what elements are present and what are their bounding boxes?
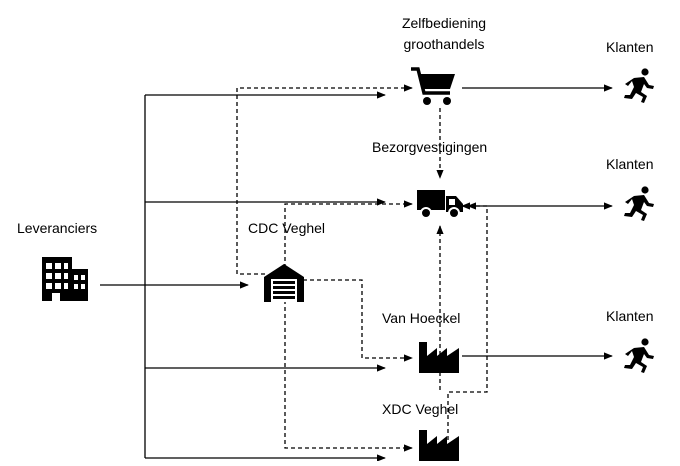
label-groothandels: groothandels	[403, 36, 485, 52]
cdc-to-xdc-dashed	[284, 300, 413, 452]
running-person-icon	[622, 68, 656, 104]
xdc-loop-to-delivery-dashed	[447, 202, 488, 440]
shopping-cart-icon	[410, 66, 456, 108]
warehouse-garage-icon	[263, 263, 305, 303]
running-person-icon	[622, 338, 656, 374]
label-van-hoeckel: Van Hoeckel	[382, 310, 461, 326]
label-cdc-veghel: CDC Veghel	[248, 220, 326, 236]
label-zelfbediening: Zelfbediening	[401, 15, 487, 31]
label-xdc-veghel: XDC Veghel	[382, 401, 459, 417]
label-leveranciers: Leveranciers	[17, 220, 98, 236]
cdc-to-delivery-dashed	[284, 200, 413, 268]
cdc-to-wholesale-dashed	[236, 84, 413, 275]
cdc-to-vanhoeckel-dashed	[303, 279, 413, 362]
label-klanten-3: Klanten	[606, 308, 654, 324]
running-person-icon	[622, 186, 656, 222]
office-building-icon	[40, 255, 90, 305]
label-klanten-2: Klanten	[606, 156, 654, 172]
factory-icon	[418, 428, 460, 461]
delivery-truck-icon	[416, 188, 464, 220]
factory-icon	[418, 340, 460, 374]
label-bezorgvestigingen: Bezorgvestigingen	[372, 139, 488, 155]
label-klanten-1: Klanten	[606, 39, 654, 55]
